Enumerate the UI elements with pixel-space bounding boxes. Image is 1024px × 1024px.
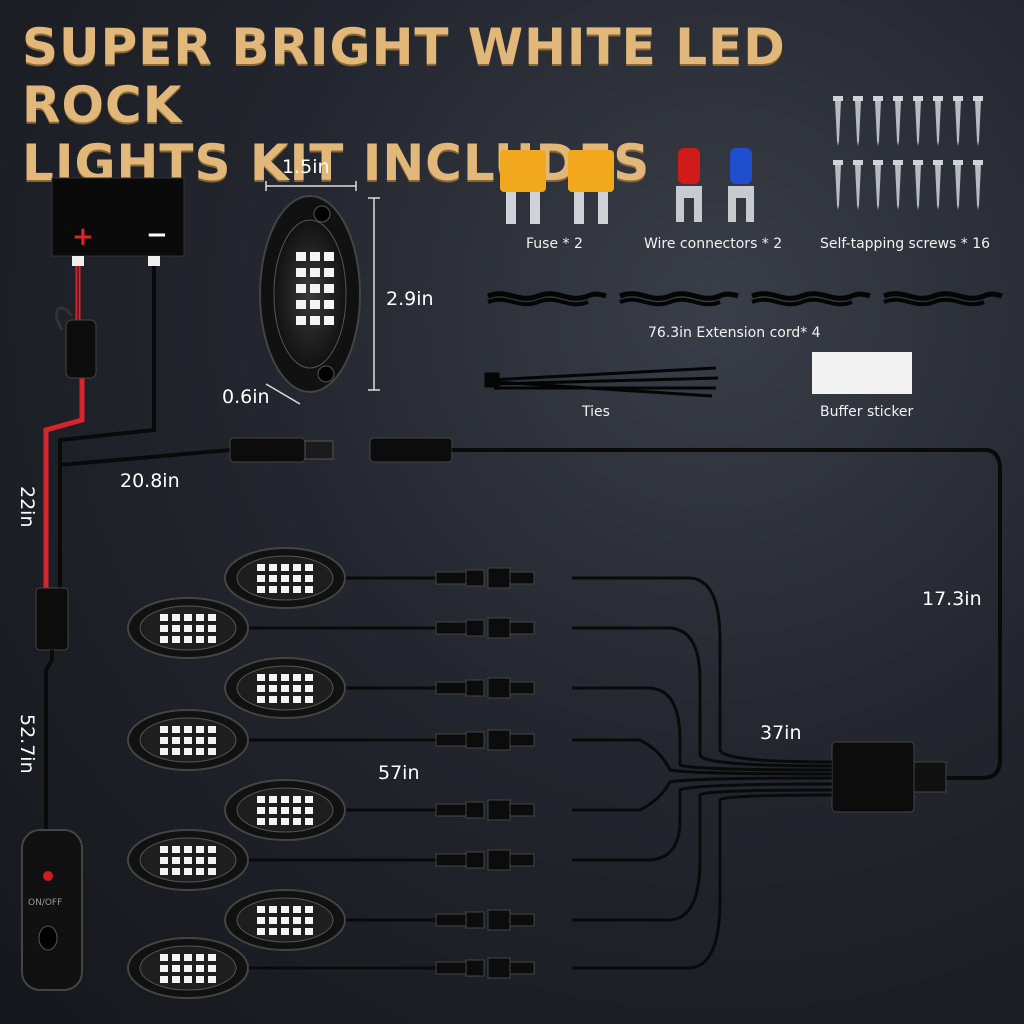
title-line-1: SUPER BRIGHT WHITE LED ROCK [22,18,786,134]
light-connectors [435,567,535,979]
cable-coil-icon [488,294,1002,305]
rock-light-pods [127,547,346,999]
battery-lead-length: 22in [16,486,38,528]
fuse-holder-icon [55,306,97,379]
wire-connectors-label: Wire connectors * 2 [644,236,783,252]
screws-label: Self-tapping screws * 16 [820,236,991,252]
sticker-icon [812,352,912,394]
dc-lead-length: 20.8in [120,470,180,492]
splitter-length: 37in [760,722,802,744]
hub-lead-length: 17.3in [922,588,982,610]
battery-minus-label: − [146,220,168,250]
light-lead-length: 57in [378,762,420,784]
switch-icon [21,829,83,991]
screw-icon [833,96,983,210]
extension-cord-label: 76.3in Extension cord* 4 [648,325,821,341]
spade-connector-icon [676,148,754,222]
switch-label: ON/OFF [28,898,63,908]
light-width-label: 1.5in [282,156,330,178]
battery-plus-label: + [72,222,94,252]
switch-lead-length: 52.7in [16,714,38,774]
battery-icon [51,177,185,266]
fuse-label: Fuse * 2 [526,236,583,252]
rock-light-icon [259,195,361,393]
fuse-icon [500,150,614,224]
light-depth-label: 0.6in [222,386,270,408]
buffer-sticker-label: Buffer sticker [820,404,914,420]
ties-label: Ties [582,404,610,420]
light-height-label: 2.9in [386,288,434,310]
dc-plug-icon [229,437,453,463]
hub-icon [831,741,947,813]
zip-tie-icon [484,366,719,398]
